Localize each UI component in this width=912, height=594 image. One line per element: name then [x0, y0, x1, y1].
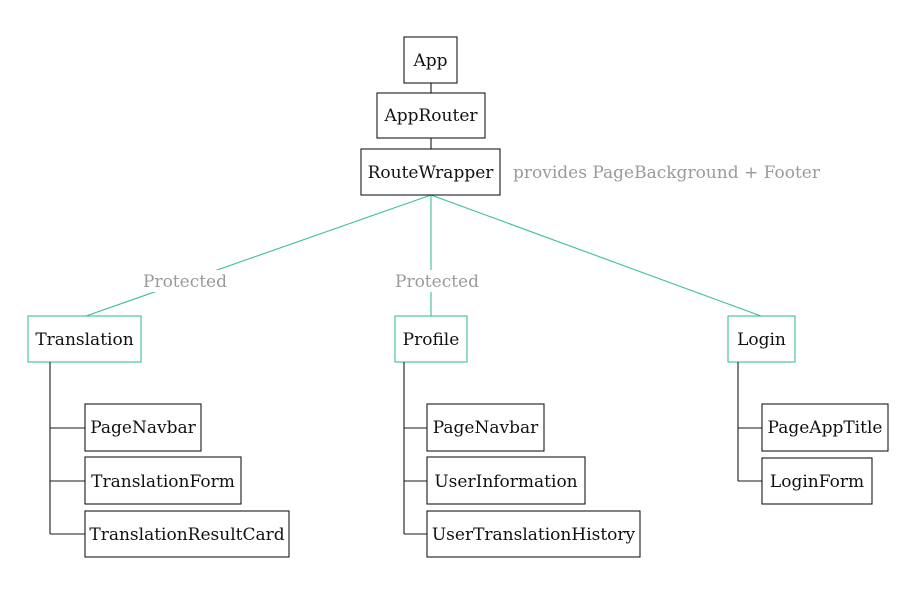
node-loginform-label: LoginForm [770, 472, 864, 492]
node-approuter-label: AppRouter [383, 106, 478, 126]
edge-label-profile: Protected [395, 272, 479, 292]
node-profile-pagenavbar: PageNavbar [426, 403, 545, 452]
node-pageapptitle-label: PageAppTitle [768, 418, 883, 438]
node-translation: Translation [27, 315, 142, 363]
edge-label-bg-profile [392, 270, 474, 292]
node-translationform-label: TranslationForm [91, 472, 235, 492]
node-userinformation-label: UserInformation [434, 472, 577, 492]
node-usertranslationhistory-label: UserTranslationHistory [432, 525, 636, 545]
edge-label-bg-translation [140, 270, 222, 292]
node-app-label: App [412, 51, 447, 71]
node-routewrapper-label: RouteWrapper [368, 163, 495, 183]
node-userinformation: UserInformation [426, 456, 586, 505]
node-login-label: Login [737, 330, 786, 350]
node-translation-pagenavbar-label: PageNavbar [90, 418, 196, 438]
node-translationresultcard-label: TranslationResultCard [89, 525, 284, 545]
node-loginform: LoginForm [761, 457, 873, 505]
edge-routewrapper-login [430, 194, 762, 317]
node-usertranslationhistory: UserTranslationHistory [426, 510, 641, 558]
node-approuter: AppRouter [376, 92, 486, 139]
node-profile-label: Profile [403, 330, 460, 350]
node-app: App [403, 36, 458, 84]
node-routewrapper: RouteWrapper [360, 148, 501, 196]
node-pageapptitle: PageAppTitle [761, 403, 889, 452]
node-login: Login [727, 315, 796, 363]
node-profile-pagenavbar-label: PageNavbar [433, 418, 539, 438]
node-translation-label: Translation [35, 330, 133, 350]
node-profile: Profile [394, 315, 468, 363]
edge-label-translation: Protected [143, 272, 227, 292]
node-translationresultcard: TranslationResultCard [84, 510, 290, 558]
routewrapper-note: provides PageBackground + Footer [513, 163, 821, 183]
edge-routewrapper-translation [85, 194, 432, 317]
node-translationform: TranslationForm [84, 456, 242, 505]
node-translation-pagenavbar: PageNavbar [84, 403, 202, 452]
